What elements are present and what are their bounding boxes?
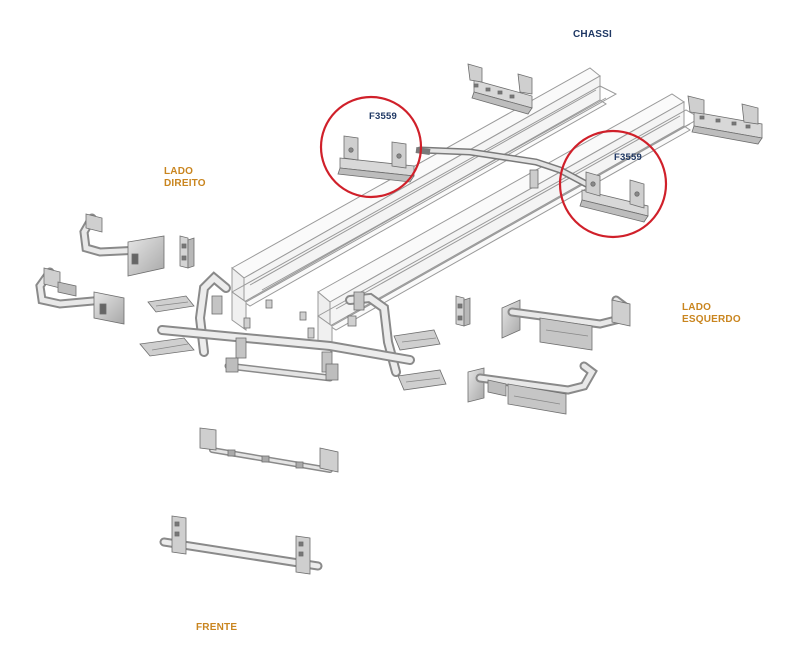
- front-rail-lower: [159, 515, 323, 575]
- part-code-right: F3559: [614, 152, 642, 163]
- chassis-frame: [231, 67, 702, 353]
- front-label: FRENTE: [196, 622, 238, 633]
- front-bumper-assembly: [139, 271, 447, 391]
- rear-cross-tube: [416, 146, 594, 190]
- right-side-step-upper: [79, 213, 165, 277]
- bracket-f3559-left: [337, 135, 431, 183]
- left-side-label: LADO ESQUERDO: [682, 302, 741, 325]
- left-side-small-bracket: [455, 295, 471, 327]
- right-side-step-lower: [35, 267, 125, 325]
- highlight-circle-right: [558, 129, 668, 239]
- bracket-f3559-right: [579, 171, 649, 223]
- highlight-circle-left: [319, 95, 423, 199]
- front-rail-upper: [199, 427, 339, 473]
- rear-bracket-left: [467, 63, 533, 115]
- right-side-label: LADO DIREITO: [164, 166, 206, 189]
- rear-bracket-right: [687, 95, 763, 145]
- left-side-step-lower: [467, 361, 598, 415]
- left-side-step-upper: [501, 295, 631, 351]
- chassis-label: CHASSI: [573, 29, 612, 40]
- part-code-left: F3559: [369, 111, 397, 122]
- right-side-small-bracket: [179, 235, 195, 269]
